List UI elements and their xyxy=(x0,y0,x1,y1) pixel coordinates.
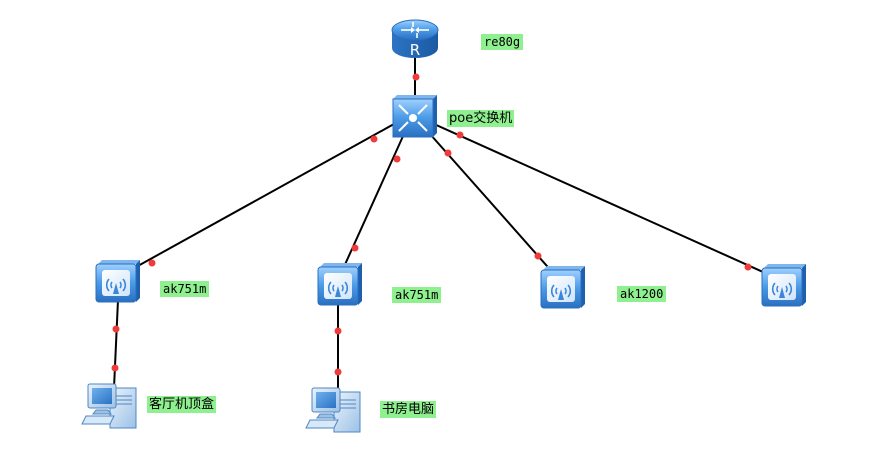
port-dot xyxy=(412,73,420,81)
port-dot xyxy=(112,325,120,333)
ap2-label: ak751m xyxy=(392,287,442,303)
ap1-label: ak751m xyxy=(160,281,210,297)
wireless-ap-icon xyxy=(761,264,806,307)
port-dot xyxy=(370,135,378,143)
port-dot xyxy=(744,263,752,271)
pc1-label: 客厅机顶盒 xyxy=(147,396,217,413)
links xyxy=(113,58,784,389)
router-label: re80g xyxy=(481,34,524,50)
wireless-ap-icon xyxy=(540,266,585,309)
port-dot xyxy=(148,259,156,267)
port-dot xyxy=(111,364,119,372)
link-switch-ap2[interactable] xyxy=(337,133,405,281)
port-dot xyxy=(456,131,464,139)
router-icon: R xyxy=(391,19,439,59)
link-switch-ap3[interactable] xyxy=(429,133,563,284)
switch-label: poe交换机 xyxy=(447,110,515,127)
pc-icon xyxy=(305,387,361,433)
ap-node-2[interactable] xyxy=(317,263,362,306)
port-dot xyxy=(334,327,342,335)
link-switch-ap4[interactable] xyxy=(433,123,784,282)
ap-node-3[interactable] xyxy=(540,266,585,309)
port-dot xyxy=(393,155,401,163)
pc-node-1[interactable] xyxy=(81,383,137,429)
wireless-ap-icon xyxy=(95,260,140,303)
switch-node[interactable] xyxy=(392,95,437,138)
pc-icon xyxy=(81,383,137,429)
link-ap1-pc1[interactable] xyxy=(113,299,119,389)
svg-text:R: R xyxy=(410,41,420,59)
pc-node-2[interactable] xyxy=(305,387,361,433)
port-dot xyxy=(534,252,542,260)
port-dot xyxy=(444,149,452,157)
switch-icon xyxy=(392,95,437,138)
router-node[interactable]: R xyxy=(391,19,439,59)
port-dot xyxy=(351,244,359,252)
ap3-label: ak1200 xyxy=(617,286,667,302)
ap-node-1[interactable] xyxy=(95,260,140,303)
wireless-ap-icon xyxy=(317,263,362,306)
port-dot xyxy=(334,368,342,376)
pc2-label: 书房电脑 xyxy=(380,401,437,418)
link-switch-ap1[interactable] xyxy=(117,123,395,278)
ap-node-4[interactable] xyxy=(761,264,806,307)
port-dots xyxy=(111,73,752,376)
